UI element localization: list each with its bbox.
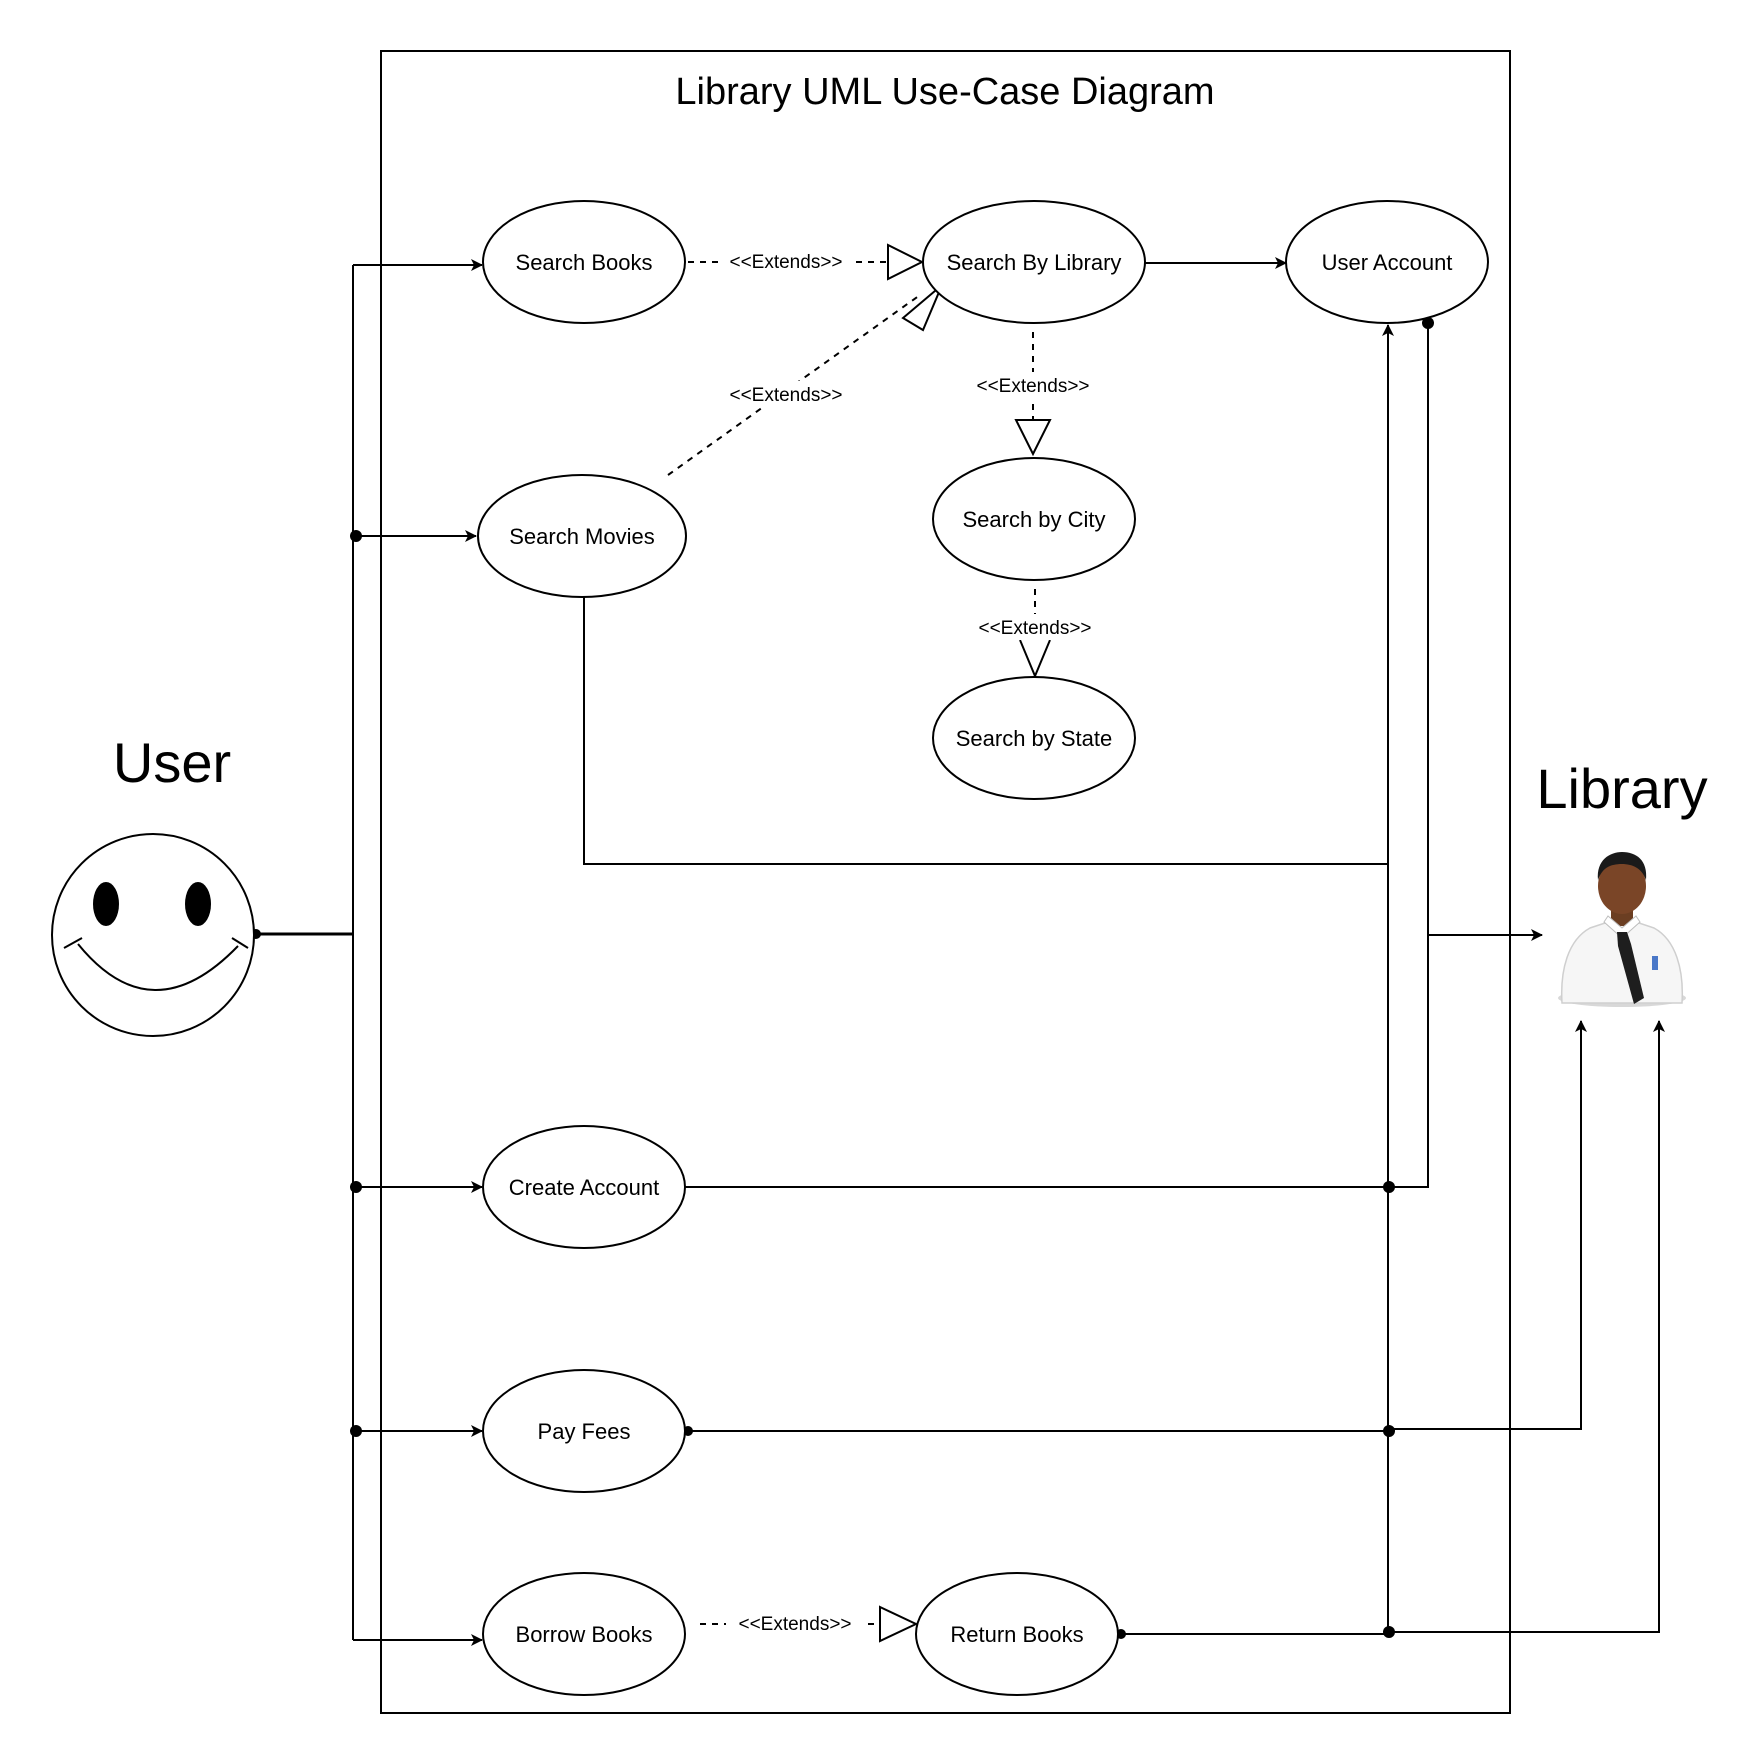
librarian-person-icon <box>1558 852 1686 1007</box>
actor-user-label: User <box>113 731 231 794</box>
smiley-face-icon <box>51 833 255 1037</box>
extends-label: <<Extends>> <box>729 385 842 406</box>
use-case-borrow-books[interactable]: Borrow Books <box>482 1572 686 1696</box>
extends-arrowhead <box>1014 419 1052 457</box>
junction-dot <box>350 1181 362 1193</box>
use-case-search-books[interactable]: Search Books <box>482 200 686 324</box>
extends-label-bg <box>718 381 854 407</box>
connectors: <<Extends>> <<Extends>> <<Extends>> <<Ex… <box>251 243 1665 1646</box>
link-return-books-library <box>1389 1020 1665 1633</box>
link-search-movies-user-account <box>583 597 1388 865</box>
extends-label: <<Extends>> <box>976 376 1089 397</box>
extends-arrowhead <box>901 284 943 332</box>
junction-dot <box>350 530 362 542</box>
actor-user[interactable]: User <box>51 731 255 1037</box>
use-case-label: Create Account <box>509 1175 659 1200</box>
user-account-dot <box>1422 317 1434 329</box>
actor-library[interactable]: Library <box>1536 757 1708 1007</box>
use-case-label: Pay Fees <box>538 1419 631 1444</box>
use-case-label: Search Books <box>516 250 653 275</box>
use-case-label: Borrow Books <box>516 1622 653 1647</box>
use-case-search-movies[interactable]: Search Movies <box>477 474 687 598</box>
junction-dot <box>350 1425 362 1437</box>
link-user-account-library <box>1388 323 1429 1188</box>
junction-dot <box>1383 1181 1395 1193</box>
diagram-title: Library UML Use-Case Diagram <box>675 71 1214 113</box>
use-case-search-by-library[interactable]: Search By Library <box>922 200 1146 324</box>
use-case-search-by-state[interactable]: Search by State <box>932 676 1136 800</box>
use-case-label: Search by State <box>956 726 1113 751</box>
use-case-label: Search By Library <box>947 250 1122 275</box>
extends-line-movies <box>667 294 921 476</box>
use-case-label: User Account <box>1322 250 1453 275</box>
extends-label-bg <box>718 248 854 274</box>
extends-label-bg <box>966 614 1104 640</box>
extends-label: <<Extends>> <box>738 1614 851 1635</box>
system-boundary <box>380 50 1511 1714</box>
actor-library-label: Library <box>1536 757 1707 820</box>
extends-label: <<Extends>> <box>729 252 842 273</box>
link-pay-fees-library <box>1389 1020 1587 1430</box>
use-case-user-account[interactable]: User Account <box>1285 200 1489 324</box>
extends-label: <<Extends>> <box>978 618 1091 639</box>
extends-label-bg <box>964 372 1102 398</box>
extends-arrowhead <box>887 243 925 281</box>
use-case-label: Search by City <box>962 507 1105 532</box>
use-case-label: Search Movies <box>509 524 655 549</box>
extends-open-arrowhead <box>1019 639 1051 679</box>
use-case-return-books[interactable]: Return Books <box>915 1572 1119 1696</box>
extends-label-bg <box>726 1610 864 1636</box>
use-case-label: Return Books <box>950 1622 1083 1647</box>
junction-dot <box>1383 1425 1395 1437</box>
use-case-search-by-city[interactable]: Search by City <box>932 457 1136 581</box>
use-case-create-account[interactable]: Create Account <box>482 1125 686 1249</box>
extends-arrowhead <box>879 1605 919 1643</box>
use-case-pay-fees[interactable]: Pay Fees <box>482 1369 686 1493</box>
